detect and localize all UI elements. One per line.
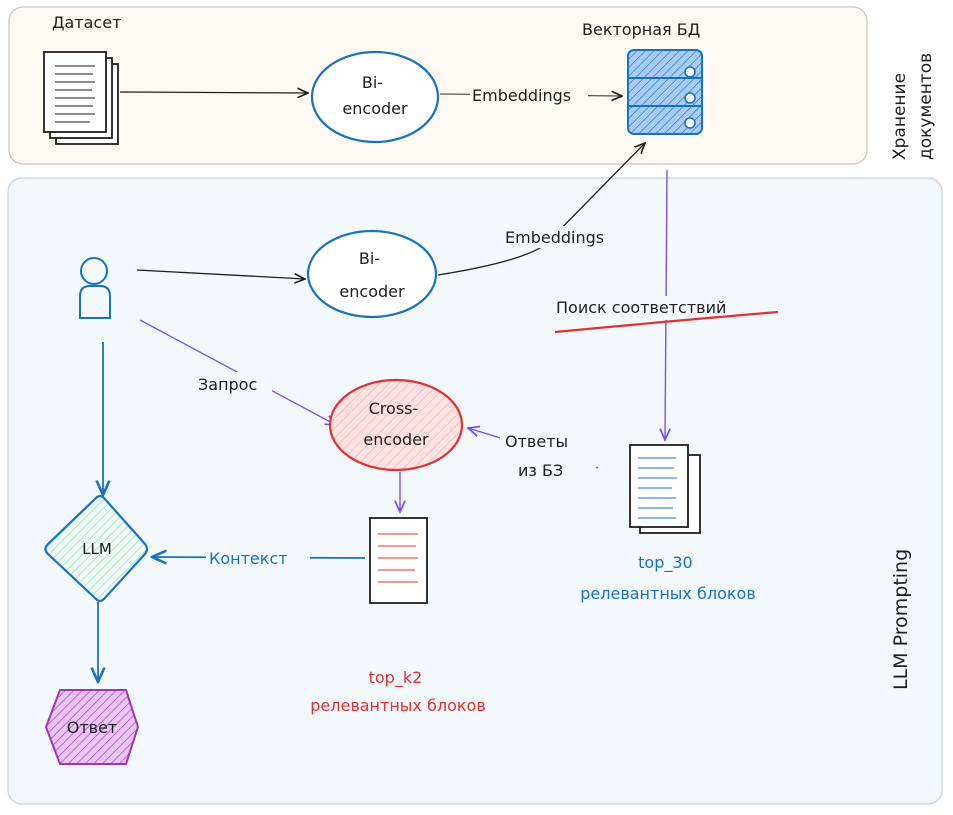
dataset-to-bi-encoder-arrow [119,92,308,93]
embeddings-bottom-label: Embeddings [505,228,604,247]
storage-section [8,6,868,165]
vector-db-icon [627,49,703,135]
dataset-documents-icon [43,51,119,145]
bi-encoder-top [310,50,440,144]
embeddings-top-label-bg [470,84,588,106]
cross-encoder-label: Cross- encoder [363,399,429,449]
embeddings-top-label: Embeddings [472,86,571,105]
user-to-bi-encoder-arrow [136,269,305,279]
bi-encoder-top-label: Bi- encoder [342,73,408,118]
llm-label: LLM [82,540,112,558]
dataset-label: Датасет [52,13,121,32]
bi-encoder-bottom [306,229,438,319]
answer-label: Ответ [67,718,118,737]
bi-encoder-bottom-label: Bi- encoder [339,249,405,301]
top30-label: top_30 релевантных блоков [580,553,756,603]
answer-node [44,689,140,765]
prompting-section [7,177,943,805]
search-underline [554,310,779,334]
vector-db-label: Векторная БД [582,20,700,39]
user-icon [79,257,111,319]
kb-answers-label-bg [500,428,596,484]
context-label: Контекст [209,549,288,568]
embeddings-bottom-label-bg [502,226,622,248]
search-label: Поиск соответствий [556,298,726,317]
top30-documents-icon [629,444,701,534]
context-label-bg [206,546,310,570]
topk2-label: top_k2 релевантных блоков [310,668,486,715]
kb-answers-label: Ответы из БЗ [505,432,573,480]
storage-section-title: Хранение документов [890,53,936,160]
query-label: Запрос [198,375,257,394]
llm-node [44,494,149,603]
query-label-bg [196,372,272,396]
topk2-document-icon [369,517,428,604]
prompting-section-title: LLM Prompting [890,549,912,690]
cross-encoder [328,378,464,472]
